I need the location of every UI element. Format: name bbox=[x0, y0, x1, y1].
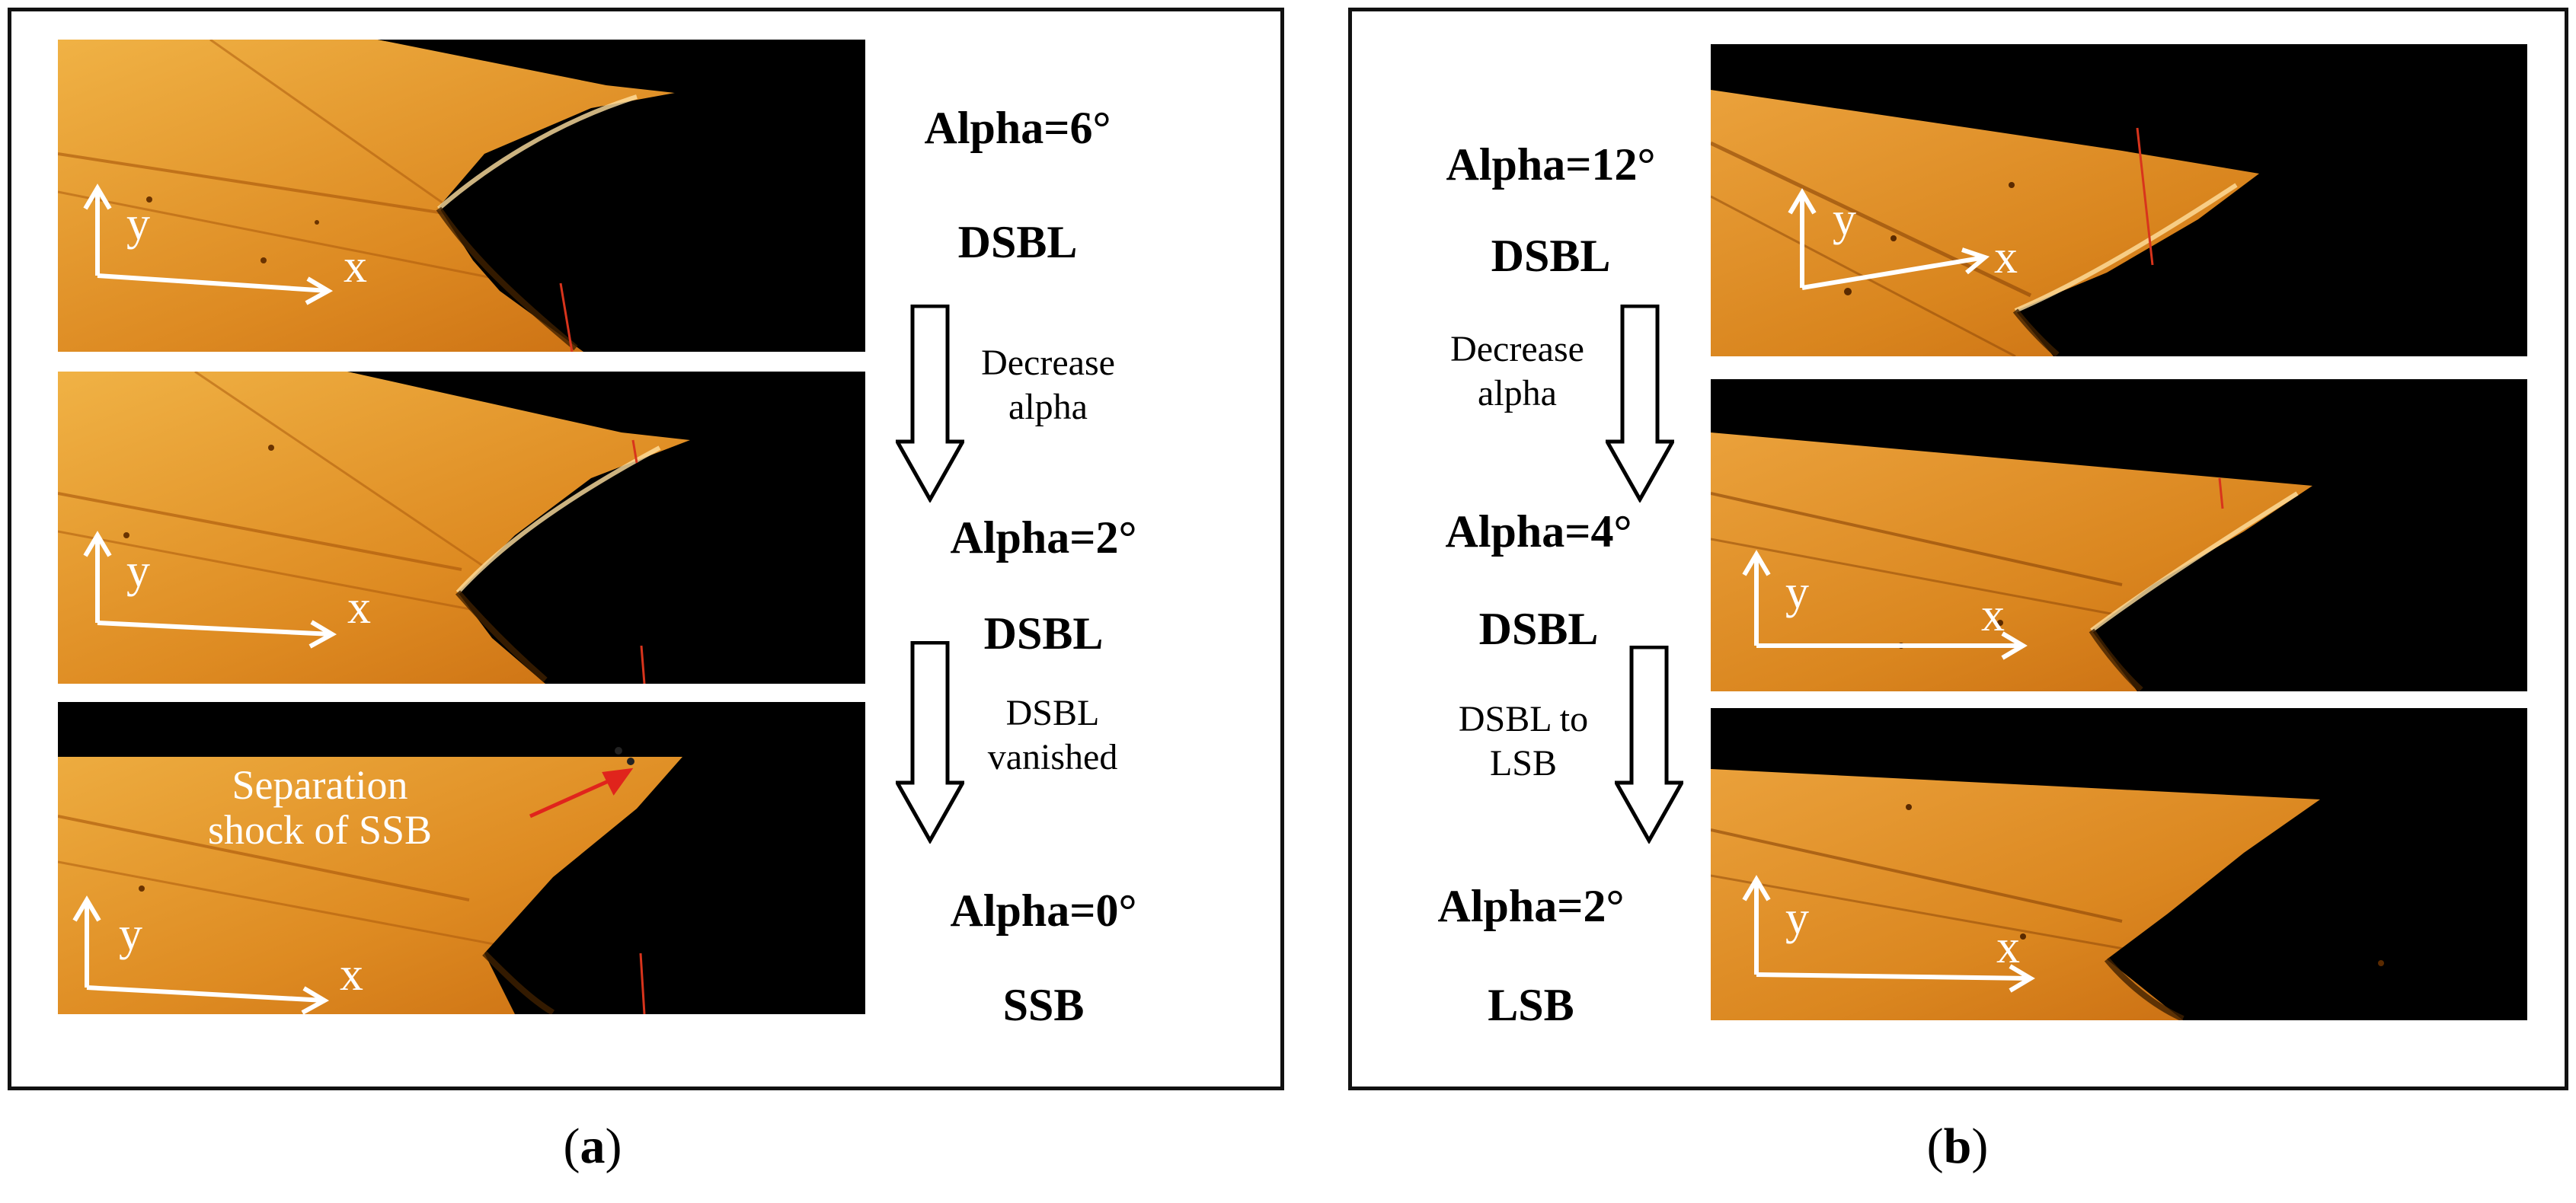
annotation-line-1: Separation bbox=[232, 762, 408, 808]
axis-y-label: y bbox=[126, 198, 150, 250]
red-fiducial bbox=[2136, 127, 2154, 266]
schlieren-image-b1: y x bbox=[1711, 44, 2527, 356]
schlieren-image-a1: y x bbox=[58, 40, 865, 352]
transition-line-1: Decrease bbox=[981, 343, 1115, 383]
transition-line-2: LSB bbox=[1489, 742, 1558, 783]
alpha-label-b1: Alpha=12° bbox=[1446, 139, 1656, 190]
axis-y-label: y bbox=[1785, 892, 1809, 944]
alpha-label-b2: Alpha=4° bbox=[1445, 506, 1632, 557]
axis-x-label: x bbox=[347, 582, 371, 633]
alpha-label-a1: Alpha=6° bbox=[924, 103, 1111, 153]
transition-text-a2: DSBL vanished bbox=[988, 691, 1118, 779]
axis-x-label: x bbox=[1981, 589, 2005, 641]
down-arrow-a1 bbox=[896, 305, 964, 503]
transition-text-b2: DSBL to LSB bbox=[1459, 697, 1588, 785]
transition-line-1: DSBL bbox=[1005, 693, 1100, 733]
separation-shock-annotation: Separation shock of SSB bbox=[207, 762, 433, 854]
axis-y-label: y bbox=[119, 908, 142, 960]
down-arrow-a2 bbox=[896, 641, 964, 844]
transition-text-b1: Decrease alpha bbox=[1450, 327, 1584, 415]
regime-label-a3: SSB bbox=[1002, 980, 1085, 1030]
coordinate-axes bbox=[83, 531, 337, 649]
alpha-label-a2: Alpha=2° bbox=[950, 512, 1137, 563]
schlieren-image-b2: y x bbox=[1711, 379, 2527, 691]
red-fiducial bbox=[640, 645, 646, 684]
transition-line-2: alpha bbox=[1008, 386, 1088, 427]
panel-b-letter: b bbox=[1943, 1118, 1972, 1174]
model-shadow bbox=[347, 372, 865, 684]
down-arrow-b1 bbox=[1606, 305, 1674, 503]
regime-label-b3: LSB bbox=[1488, 980, 1574, 1030]
red-fiducial bbox=[559, 282, 574, 352]
transition-line-2: alpha bbox=[1478, 372, 1557, 413]
regime-label-b1: DSBL bbox=[1491, 231, 1611, 281]
coordinate-axes bbox=[1788, 188, 1990, 290]
alpha-label-b3: Alpha=2° bbox=[1437, 881, 1625, 931]
model-shadow bbox=[1711, 44, 2527, 356]
red-fiducial bbox=[2218, 477, 2224, 509]
schlieren-image-a2: y x bbox=[58, 372, 865, 684]
shadow-upper bbox=[378, 40, 865, 93]
axis-x-label: x bbox=[340, 949, 363, 1000]
axis-x-label: x bbox=[344, 241, 367, 292]
model-shadow bbox=[378, 40, 865, 352]
red-fiducial bbox=[631, 439, 638, 464]
axis-y-label: y bbox=[126, 545, 150, 597]
axis-x-label: x bbox=[1996, 921, 2020, 973]
annotation-arrow bbox=[529, 767, 634, 818]
axis-x-label: x bbox=[1994, 231, 2018, 283]
coordinate-axes bbox=[83, 183, 334, 305]
coordinate-axes bbox=[72, 895, 330, 1014]
coordinate-axes bbox=[1742, 550, 2028, 660]
schlieren-image-a3: y x bbox=[58, 702, 865, 1014]
axis-y-label: y bbox=[1785, 566, 1809, 618]
panel-a-letter: a bbox=[580, 1118, 606, 1174]
panel-a-caption: (a) bbox=[563, 1118, 622, 1174]
model-shadow bbox=[1711, 708, 2527, 1020]
transition-text-a1: Decrease alpha bbox=[981, 341, 1115, 429]
model-shadow bbox=[58, 702, 865, 1014]
transition-line-1: DSBL to bbox=[1458, 699, 1589, 739]
transition-line-1: Decrease bbox=[1450, 329, 1584, 369]
regime-label-a1: DSBL bbox=[957, 217, 1078, 267]
axis-y-label: y bbox=[1833, 193, 1856, 245]
down-arrow-b2 bbox=[1615, 646, 1683, 844]
panel-b-caption: (b) bbox=[1926, 1118, 1989, 1174]
transition-line-2: vanished bbox=[987, 736, 1118, 777]
regime-label-b2: DSBL bbox=[1478, 604, 1599, 654]
annotation-line-2: shock of SSB bbox=[207, 807, 433, 854]
coordinate-axes bbox=[1742, 875, 2035, 993]
alpha-label-a3: Alpha=0° bbox=[950, 885, 1137, 936]
regime-label-a2: DSBL bbox=[983, 608, 1104, 659]
schlieren-image-b3: y x bbox=[1711, 708, 2527, 1020]
model-shadow bbox=[1711, 379, 2527, 691]
red-fiducial bbox=[639, 953, 646, 1014]
